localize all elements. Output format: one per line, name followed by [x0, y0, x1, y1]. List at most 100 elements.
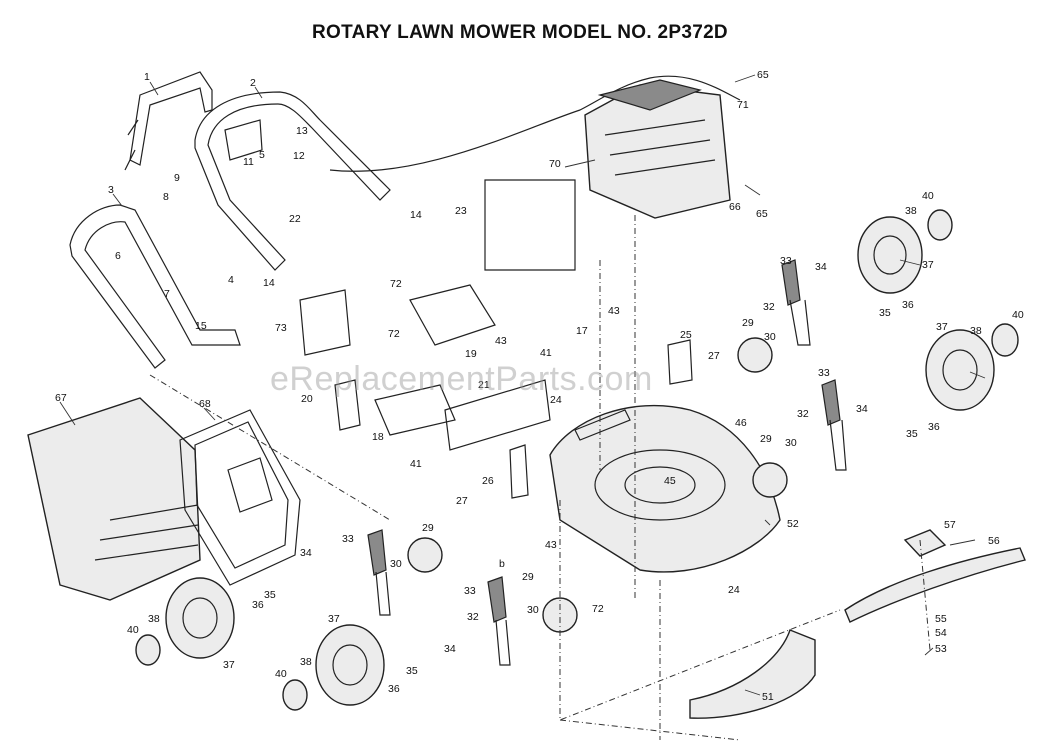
callout-66: 66 — [729, 201, 741, 213]
callout-14a: 14 — [410, 209, 422, 221]
callout-37a: 37 — [922, 259, 934, 271]
callout-8: 8 — [163, 191, 169, 203]
callout-32a: 32 — [763, 301, 775, 313]
callout-72c: 72 — [592, 603, 604, 615]
callout-36a: 36 — [902, 299, 914, 311]
callout-19: 19 — [465, 348, 477, 360]
callout-26: 26 — [482, 475, 494, 487]
callout-56: 56 — [988, 535, 1000, 547]
callout-24b: 24 — [728, 584, 740, 596]
callout-40d: 40 — [275, 668, 287, 680]
callout-34c: 34 — [300, 547, 312, 559]
callout-29a: 29 — [742, 317, 754, 329]
callout-55: 55 — [935, 613, 947, 625]
callout-30c: 30 — [390, 558, 402, 570]
bag-frame-part-68 — [179, 409, 301, 586]
callout-27a: 27 — [708, 350, 720, 362]
callout-25: 25 — [680, 329, 692, 341]
callout-17: 17 — [576, 325, 588, 337]
wheel-rear-left — [135, 577, 235, 666]
upper-handle-part-2 — [194, 91, 391, 271]
callout-23: 23 — [455, 205, 467, 217]
callout-3: 3 — [108, 184, 114, 196]
adjuster-gears — [407, 337, 788, 633]
callout-27b: 27 — [456, 495, 468, 507]
lower-handle-part-3 — [69, 204, 241, 369]
callout-34d: 34 — [444, 643, 456, 655]
callout-67: 67 — [55, 392, 67, 404]
watermark: eReplacementParts.com — [270, 360, 653, 398]
callout-7: 7 — [164, 288, 170, 300]
callout-5: 5 — [259, 149, 265, 161]
callout-24a: 24 — [550, 394, 562, 406]
callout-32c: 32 — [467, 611, 479, 623]
callout-43a: 43 — [608, 305, 620, 317]
diagram-title: ROTARY LAWN MOWER MODEL NO. 2P372D — [312, 22, 728, 43]
callout-37d: 37 — [328, 613, 340, 625]
callout-12: 12 — [293, 150, 305, 162]
callout-68: 68 — [199, 398, 211, 410]
callout-34a: 34 — [815, 261, 827, 273]
callout-18: 18 — [372, 431, 384, 443]
callout-4: 4 — [228, 274, 234, 286]
callout-40b: 40 — [1012, 309, 1024, 321]
callout-33b: 33 — [818, 367, 830, 379]
callout-40c: 40 — [127, 624, 139, 636]
callout-14b: 14 — [263, 277, 275, 289]
callout-36d: 36 — [388, 683, 400, 695]
callout-46: 46 — [735, 417, 747, 429]
mower-deck-part-52 — [549, 404, 781, 573]
callout-73: 73 — [275, 322, 287, 334]
callout-45: 45 — [664, 475, 676, 487]
callout-40a: 40 — [922, 190, 934, 202]
callout-57: 57 — [944, 519, 956, 531]
wheel-front-left — [282, 624, 385, 711]
deck-brackets — [299, 179, 693, 499]
callout-43b: 43 — [495, 335, 507, 347]
callout-36b: 36 — [928, 421, 940, 433]
grass-bag-part-67 — [27, 397, 201, 601]
callout-35b: 35 — [906, 428, 918, 440]
callout-22: 22 — [289, 213, 301, 225]
callout-65a: 65 — [757, 69, 769, 81]
callout-35c: 35 — [264, 589, 276, 601]
callout-b: b — [499, 558, 505, 570]
callout-37b: 37 — [936, 321, 948, 333]
callout-71: 71 — [737, 99, 749, 111]
callout-30d: 30 — [527, 604, 539, 616]
callout-38d: 38 — [300, 656, 312, 668]
callout-38b: 38 — [970, 325, 982, 337]
callout-33c: 33 — [342, 533, 354, 545]
control-cable — [329, 75, 741, 172]
callout-1: 1 — [144, 71, 150, 83]
callout-34b: 34 — [856, 403, 868, 415]
engine-part-70 — [584, 79, 731, 219]
callout-30b: 30 — [785, 437, 797, 449]
callout-21: 21 — [478, 379, 490, 391]
callout-53: 53 — [935, 643, 947, 655]
leader-lines — [59, 74, 986, 696]
height-adjuster-levers — [367, 259, 847, 666]
callout-37c: 37 — [223, 659, 235, 671]
callout-72b: 72 — [388, 328, 400, 340]
callout-65b: 65 — [756, 208, 768, 220]
callout-11: 11 — [243, 156, 254, 168]
callout-20: 20 — [301, 393, 313, 405]
callout-38c: 38 — [148, 613, 160, 625]
callout-29d: 29 — [522, 571, 534, 583]
baffle-part-51 — [689, 629, 816, 719]
callout-72a: 72 — [390, 278, 402, 290]
callout-35d: 35 — [406, 665, 418, 677]
callout-2: 2 — [250, 77, 256, 89]
callout-38a: 38 — [905, 205, 917, 217]
callout-51: 51 — [762, 691, 774, 703]
callout-30a: 30 — [764, 331, 776, 343]
blade-part-56 — [844, 529, 1026, 623]
callout-9: 9 — [174, 172, 180, 184]
callout-13: 13 — [296, 125, 308, 137]
callout-33a: 33 — [780, 255, 792, 267]
callout-43c: 43 — [545, 539, 557, 551]
callout-29b: 29 — [760, 433, 772, 445]
callout-41b: 41 — [410, 458, 422, 470]
